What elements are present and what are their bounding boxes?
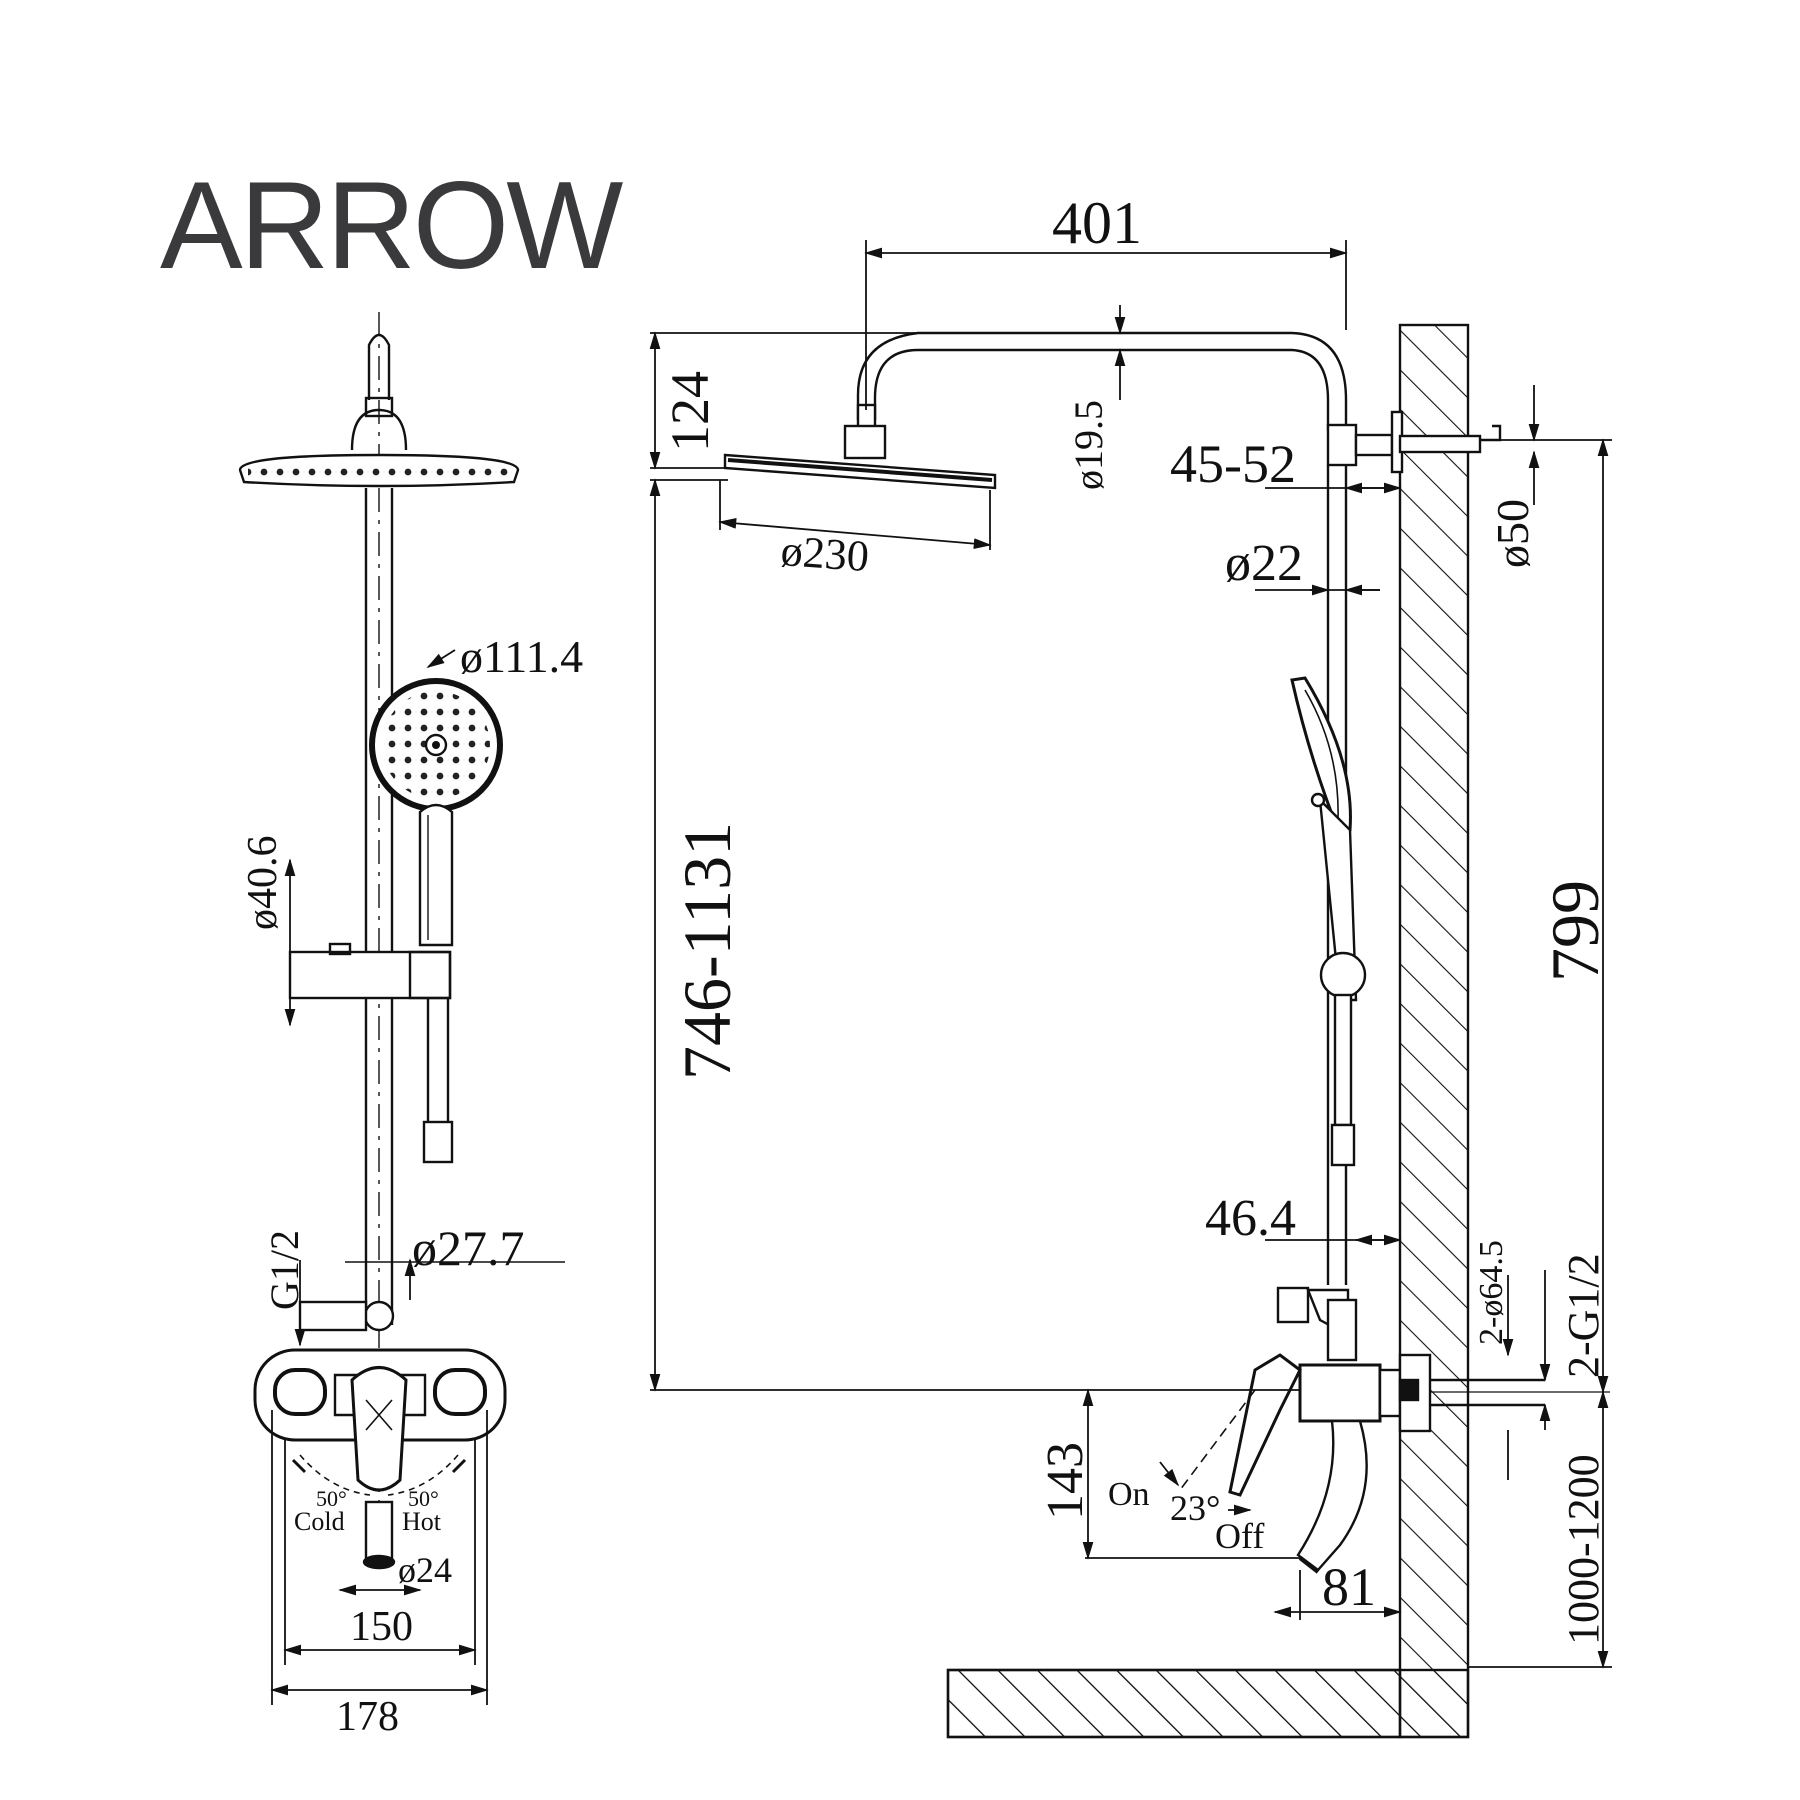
spout-projection-label: 81 [1322,1557,1376,1617]
side-view [723,331,1545,1574]
width-inner-label: 150 [350,1604,413,1650]
angle-hot-label: 50° [408,1486,439,1511]
head-diameter-label: ø230 [779,526,870,581]
angle-cold-label: 50° [316,1486,347,1511]
on-label: On [1108,1476,1150,1513]
head-drop-label: 124 [660,371,720,452]
arm-tube-diameter-label: ø19.5 [1066,400,1111,490]
arm-length-label: 401 [1052,190,1142,256]
height-adjust-label: 746-1131 [669,822,745,1080]
inlet-threads-label: 2-G1/2 [1559,1253,1608,1378]
hot-label: Hot [402,1507,442,1536]
inlet-thread-label: G1/2 [262,1230,307,1310]
rosette-diameter-label: ø50 [1487,499,1538,568]
spout-diameter-label: ø24 [398,1550,452,1590]
spout-side [1296,1419,1368,1572]
wall [1398,323,1470,1739]
handshower-diameter-label: ø111.4 [460,631,583,682]
spout-drop-label: 143 [1037,1442,1094,1520]
front-view-dimensions [270,649,565,1705]
mixer-offset-label: 46.4 [1205,1190,1296,1247]
width-outer-label: 178 [336,1694,399,1740]
slide-bar-holder [288,950,452,1000]
pipe-diameter-label: ø27.7 [412,1220,525,1276]
off-label: Off [1215,1516,1264,1556]
lever-angle-label: 23° [1170,1488,1220,1528]
total-height-label: 799 [1537,880,1613,982]
holder-diameter-label: ø40.6 [240,836,286,931]
brand-logo: ARROW [160,157,623,295]
install-height-label: 1000-1200 [1559,1454,1608,1645]
front-view [238,312,520,1570]
mixer-side [1298,1363,1382,1423]
riser-diameter-label: ø22 [1225,535,1303,592]
side-view-dimensions [649,240,1612,1669]
mixer-lever [350,1366,408,1492]
wall-offset-label: 45-52 [1170,434,1296,494]
cold-label: Cold [294,1507,345,1536]
inlet-rosette-label: 2-ø64.5 [1473,1240,1510,1345]
spout [364,1500,394,1562]
lever-side [1228,1353,1302,1497]
